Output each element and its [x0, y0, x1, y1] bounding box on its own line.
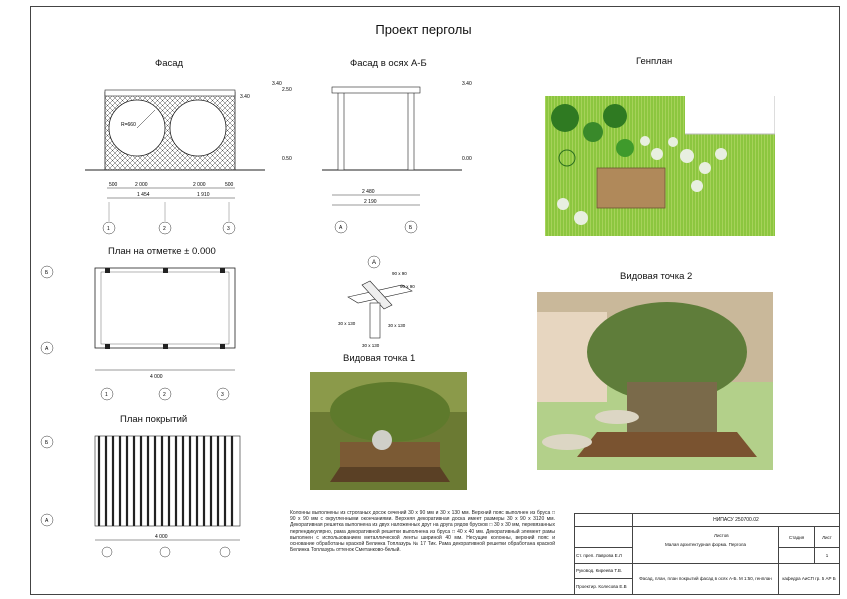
node-dim-30c: 30 х 130: [362, 343, 380, 348]
roof-axis-a: А: [45, 518, 49, 524]
dim-500: 500: [109, 182, 118, 188]
stamp-row3: Проектир. Колесова Е.В: [574, 578, 633, 595]
genplan-label: Генплан: [636, 56, 673, 67]
viewpoint2-label: Видовая точка 2: [620, 271, 693, 282]
plan-axis-b: Б: [45, 270, 49, 276]
stamp-desc: Фасад, план, план покрытий фасад в осях …: [631, 562, 780, 596]
node-dim-30: 30 х 130: [338, 321, 356, 326]
roof-plan-drawing: Б А 4 000: [40, 435, 241, 558]
node-dim-30b: 30 х 130: [388, 323, 406, 328]
axes-level-top: 3.40: [272, 81, 282, 87]
stamp-org: Малая архитектурная форма. Пергола: [631, 526, 780, 564]
construction-notes: Колонны выполнены из строганых досок сеч…: [290, 510, 555, 554]
stamp-sheets: Листов: [714, 533, 729, 538]
sheet-title: Проект перголы: [375, 22, 472, 37]
axis-1: 1: [107, 226, 110, 232]
axes-level-0: 0.00: [462, 156, 472, 162]
axes-level-mid: 0.50: [282, 156, 292, 162]
axis-3: 3: [227, 226, 230, 232]
genplan-image: [545, 96, 775, 236]
viewpoint1-label: Видовая точка 1: [343, 353, 416, 364]
title-block-table: НИПАСУ 250700.02 Малая архитектурная фор…: [574, 513, 841, 596]
stamp-sheet: Лист: [813, 526, 841, 548]
project-code: НИПАСУ 250700.02: [631, 513, 841, 527]
axes-level-top-r: 3.40: [462, 81, 472, 87]
roof-dim-4000: 4 000: [155, 534, 168, 540]
dim-2000b: 2 000: [193, 182, 206, 188]
viewpoint1-image: [310, 372, 467, 490]
node-dim-90b: 90 х 90: [400, 284, 415, 289]
dim-1454: 1 454: [137, 192, 150, 198]
title-block: НИПАСУ 250700.02 Малая архитектурная фор…: [574, 513, 841, 596]
plan-axis-a: А: [45, 346, 49, 352]
viewpoint2-render: [537, 292, 773, 470]
node-dim-90: 90 х 90: [392, 271, 407, 276]
genplan-render: [545, 96, 775, 236]
sheet-frame: [30, 6, 840, 595]
facade-axes-drawing: 3.40 2.50 0.50 3.40 0.00 2 480 2 190 А Б: [272, 81, 472, 234]
roof-axis-b: Б: [45, 440, 49, 446]
plan-axis-1: 1: [105, 392, 108, 398]
roof-plan-label: План покрытий: [120, 414, 188, 425]
circle-radius: R=660: [121, 122, 136, 128]
facade-drawing: R=660 500 2 000 2 000 500 1 454 1 910 1 …: [85, 89, 265, 235]
dim-2190: 2 190: [364, 199, 377, 205]
stamp-row2: Руковод. Киреева Т.В.: [574, 562, 633, 580]
dim-2480: 2 480: [362, 189, 375, 195]
plan-zero-label: План на отметке ± 0.000: [108, 246, 216, 257]
stamp-row1: Ст. преп. Лаврова Е.Л: [574, 547, 633, 564]
axes-level-2: 2.50: [282, 87, 292, 93]
axis-2: 2: [163, 226, 166, 232]
viewpoint2-image: [537, 292, 773, 470]
stamp-sheet-no: 1: [813, 547, 841, 564]
node-a-drawing: А 90 х 90 90 х 90 30 х 130 30 х 130 30 х…: [338, 255, 415, 348]
stamp-stage: Стадия: [778, 526, 815, 548]
plan-axis-3: 3: [221, 392, 224, 398]
plan-axis-2: 2: [163, 392, 166, 398]
axis-b: Б: [409, 225, 413, 231]
facade-axes-label: Фасад в осях А-Б: [350, 58, 427, 69]
level-top: 3.40: [240, 94, 250, 100]
dim-2000: 2 000: [135, 182, 148, 188]
viewpoint1-render: [310, 372, 467, 490]
node-a-marker: А: [372, 260, 376, 266]
dim-500b: 500: [225, 182, 234, 188]
axis-a: А: [339, 225, 343, 231]
plan-zero-drawing: Б А 4 000 1 2 3: [40, 265, 236, 401]
facade-label: Фасад: [155, 58, 184, 69]
plan-dim-4000: 4 000: [150, 374, 163, 380]
dim-1910: 1 910: [197, 192, 210, 198]
stamp-group: кафедра АиСП гр. 5 АР Б: [778, 562, 840, 596]
